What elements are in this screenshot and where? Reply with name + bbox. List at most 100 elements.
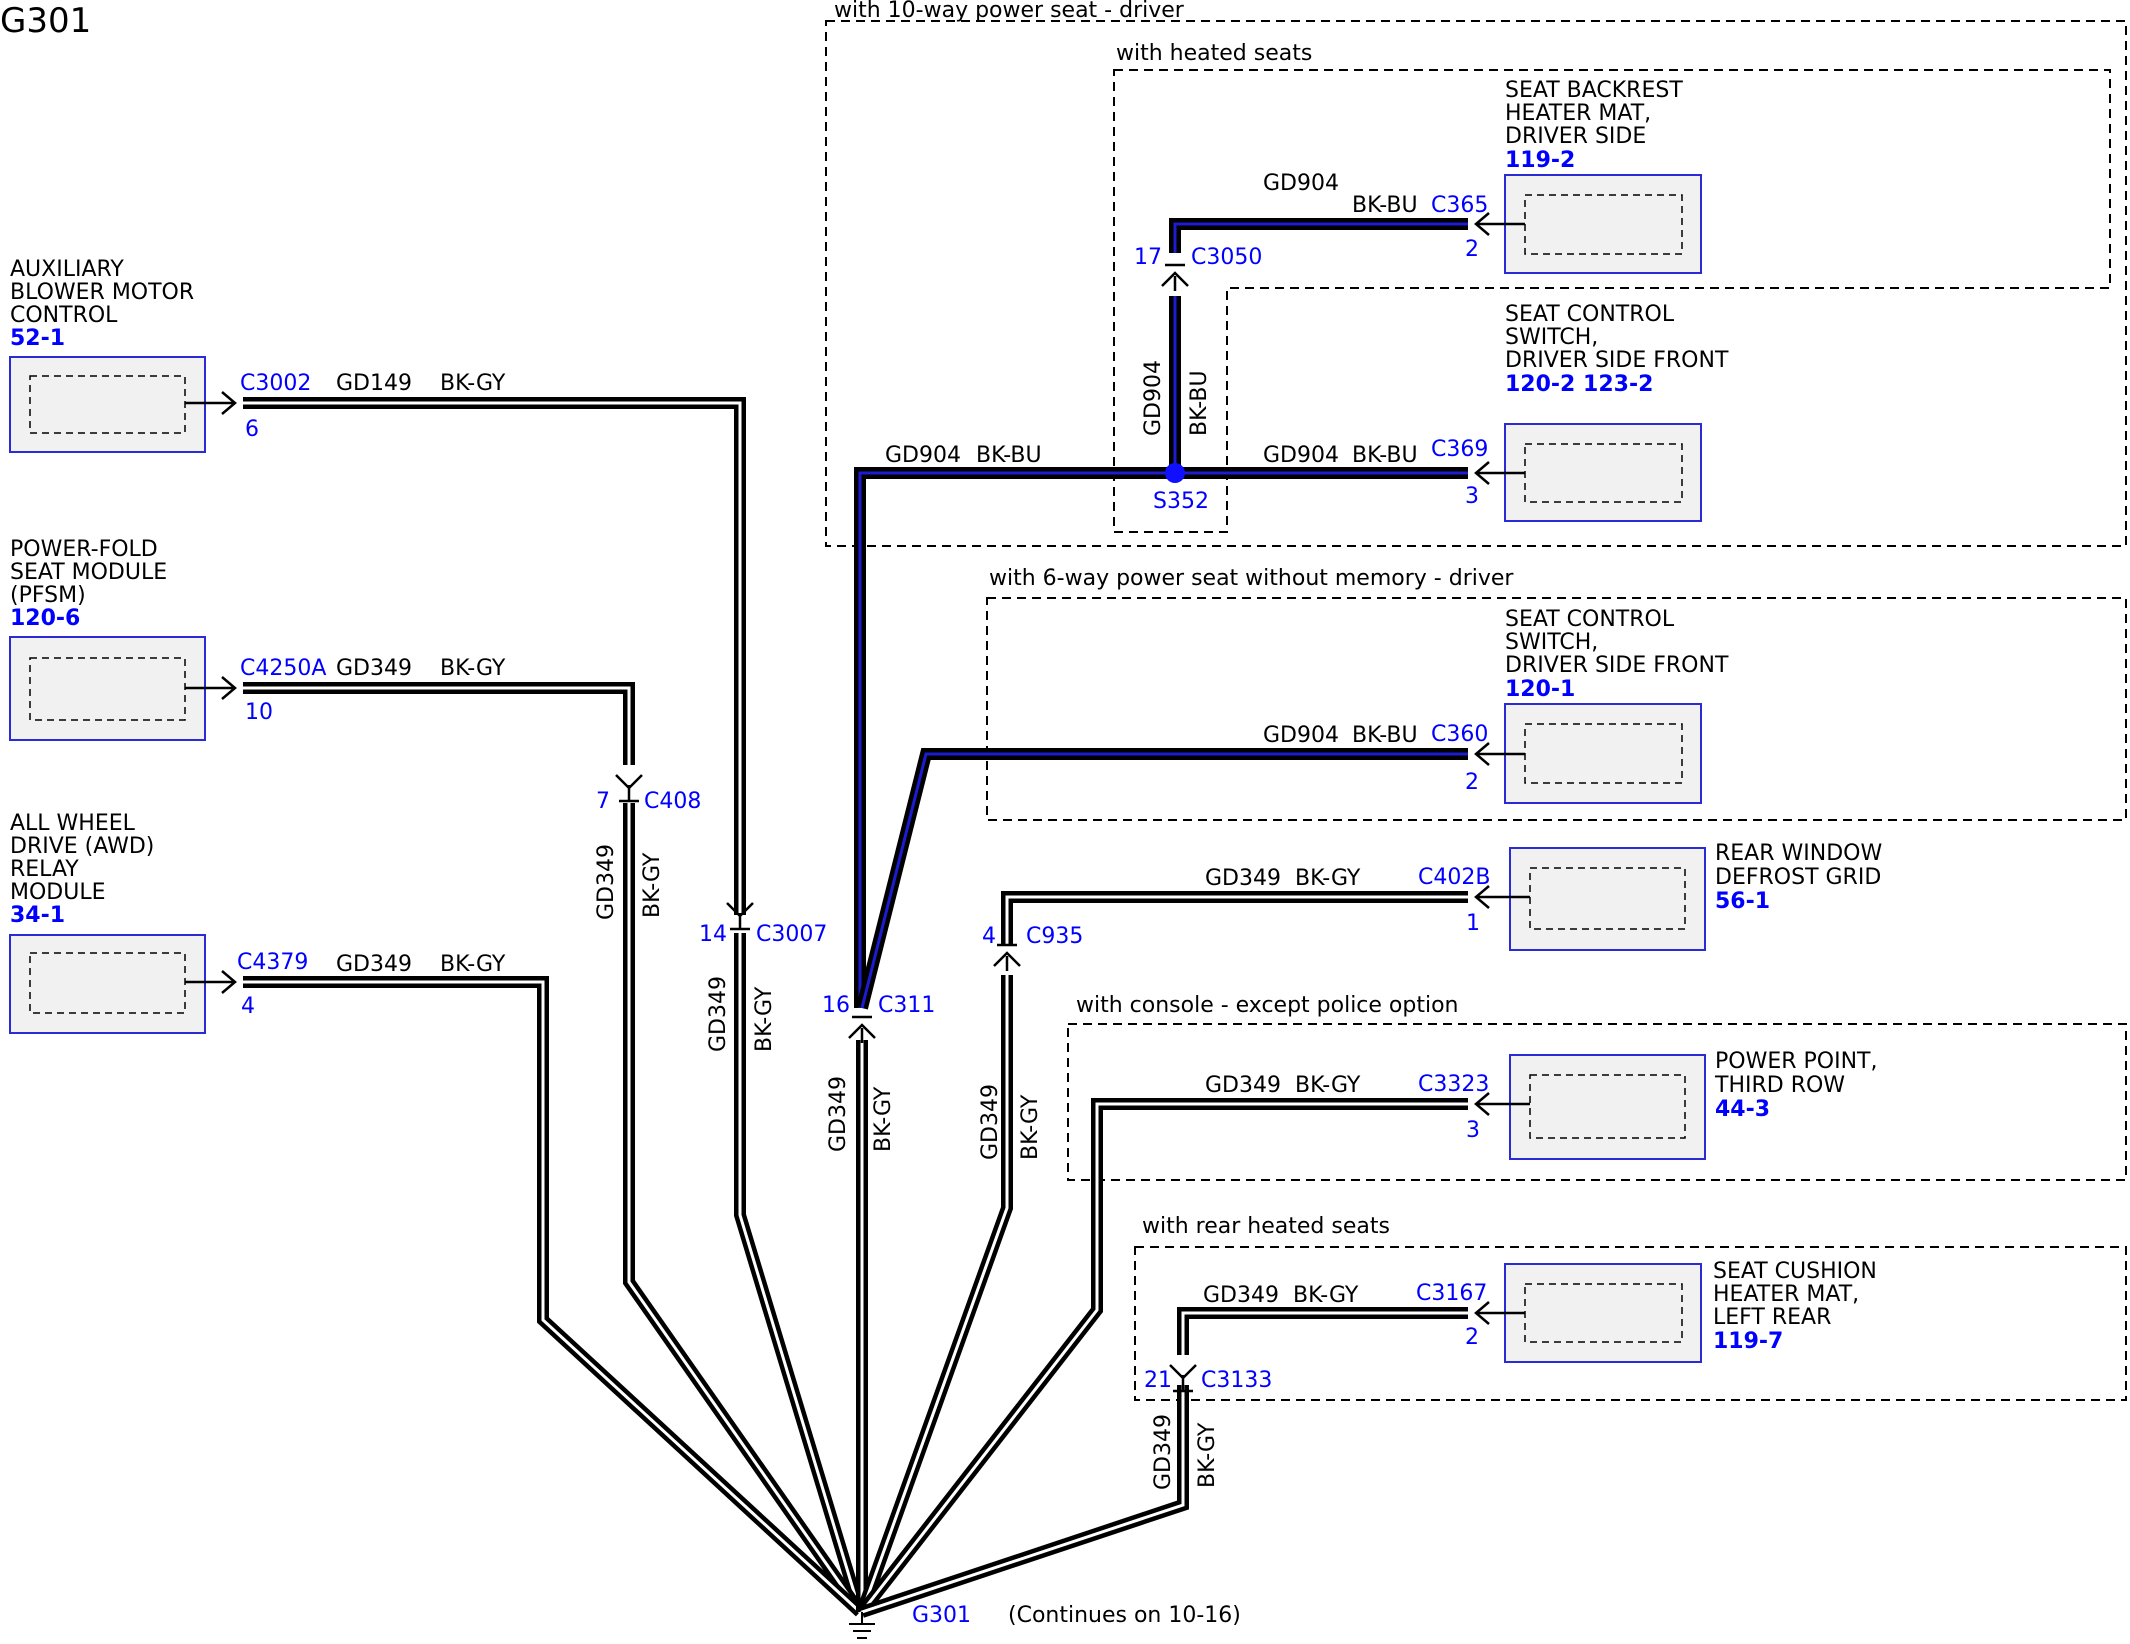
inline-connector-c3050-icon: [1161, 263, 1189, 291]
c3050-pin: 17: [1134, 245, 1162, 270]
wire-c3167-c3133: [1177, 1307, 1468, 1355]
group-10way-label: with 10-way power seat - driver: [834, 0, 1185, 23]
cushion-circuit: GD349: [1203, 1283, 1279, 1308]
switch10-name-1: SEAT CONTROL: [1505, 302, 1675, 327]
aux-blower-name-2: BLOWER MOTOR: [10, 280, 194, 305]
c3133-name: C3133: [1201, 1368, 1272, 1393]
cushion-name-2: HEATER MAT,: [1713, 1282, 1859, 1307]
cushion-name-1: SEAT CUSHION: [1713, 1259, 1877, 1284]
defrost-color: BK-GY: [1295, 866, 1361, 891]
cushion-name-3: LEFT REAR: [1713, 1305, 1831, 1330]
aux-blower-pin: 6: [245, 417, 259, 442]
component-awd: ALL WHEEL DRIVE (AWD) RELAY MODULE 34-1 …: [9, 811, 506, 1034]
pfsm-circuit: GD349: [336, 656, 412, 681]
c408-down-circuit: GD349: [594, 844, 619, 920]
power-point-name-1: POWER POINT,: [1715, 1049, 1877, 1074]
c3007-pin: 14: [699, 922, 727, 947]
pfsm-name-2: SEAT MODULE: [10, 560, 167, 585]
backrest-connector: C365: [1431, 193, 1488, 218]
switch10-color: BK-BU: [1352, 443, 1418, 468]
component-seat-switch-6way: SEAT CONTROL SWITCH, DRIVER SIDE FRONT 1…: [1263, 607, 1729, 804]
c3050-down-circuit: GD904: [1141, 360, 1166, 436]
c408-pin: 7: [596, 789, 610, 814]
defrost-circuit: GD349: [1205, 866, 1281, 891]
group-6way-label: with 6-way power seat without memory - d…: [989, 566, 1514, 591]
group-6way-power-seat: with 6-way power seat without memory - d…: [986, 566, 2127, 821]
group-console: with console - except police option: [1067, 993, 2127, 1181]
backrest-wire-circuit: GD904: [1263, 171, 1339, 196]
defrost-name-1: REAR WINDOW: [1715, 841, 1882, 866]
c935-name: C935: [1026, 924, 1083, 949]
c3007-name: C3007: [756, 922, 827, 947]
power-point-pin: 3: [1466, 1118, 1480, 1143]
pfsm-color: BK-GY: [440, 656, 506, 681]
component-rear-defrost: REAR WINDOW DEFROST GRID 56-1 GD349 BK-G…: [1205, 841, 1882, 951]
awd-pin: 4: [241, 994, 255, 1019]
power-point-color: BK-GY: [1295, 1073, 1361, 1098]
cushion-connector: C3167: [1416, 1281, 1487, 1306]
switch6-connector: C360: [1431, 722, 1488, 747]
wire-s352-c311: [854, 467, 1175, 1008]
switch6-ref: 120-1: [1505, 677, 1575, 702]
c3007-down-color: BK-GY: [752, 986, 777, 1052]
switch6-name-2: SWITCH,: [1505, 630, 1598, 655]
switch6-circuit: GD904: [1263, 723, 1339, 748]
ground-note: (Continues on 10-16): [1008, 1603, 1241, 1628]
aux-blower-circuit: GD149: [336, 371, 412, 396]
switch10-ref: 120-2 123-2: [1505, 372, 1653, 397]
diagram-title: G301: [0, 1, 91, 41]
group-heated-seats-label: with heated seats: [1116, 41, 1312, 66]
c311-name: C311: [878, 993, 935, 1018]
c3133-pin: 21: [1144, 1368, 1172, 1393]
wire-c935-ground: [856, 975, 1013, 1615]
inline-connector-c935-icon: [993, 943, 1021, 971]
awd-circuit: GD349: [336, 952, 412, 977]
c935-pin: 4: [982, 924, 996, 949]
pfsm-ref: 120-6: [10, 606, 80, 631]
switch10-connector: C369: [1431, 437, 1488, 462]
awd-name-4: MODULE: [10, 880, 106, 905]
pfsm-name-1: POWER-FOLD: [10, 537, 158, 562]
pfsm-name-3: (PFSM): [10, 583, 86, 608]
group-10way-power-seat: with 10-way power seat - driver: [825, 0, 2127, 547]
power-point-connector: C3323: [1418, 1072, 1489, 1097]
switch6-name-1: SEAT CONTROL: [1505, 607, 1675, 632]
s352-left-color: BK-BU: [976, 443, 1042, 468]
group-heated-seats: with heated seats: [1113, 41, 2111, 533]
group-console-label: with console - except police option: [1076, 993, 1459, 1018]
backrest-name-1: SEAT BACKREST: [1505, 78, 1683, 103]
awd-name-2: DRIVE (AWD): [10, 834, 154, 859]
wire-c3002-c3007: [243, 397, 746, 915]
component-power-point: POWER POINT, THIRD ROW 44-3 GD349 BK-GY …: [1205, 1049, 1877, 1160]
c3133-down-color: BK-GY: [1195, 1422, 1220, 1488]
ground-icon: [849, 1612, 875, 1639]
defrost-connector: C402B: [1418, 865, 1490, 890]
awd-connector: C4379: [237, 950, 308, 975]
inline-connector-c3007-icon: [726, 902, 754, 931]
c935-down-circuit: GD349: [978, 1084, 1003, 1160]
c3133-down-circuit: GD349: [1151, 1414, 1176, 1490]
cushion-color: BK-GY: [1293, 1283, 1359, 1308]
switch10-name-2: SWITCH,: [1505, 325, 1598, 350]
awd-name-3: RELAY: [10, 857, 79, 882]
c3007-down-circuit: GD349: [706, 976, 731, 1052]
backrest-ref: 119-2: [1505, 148, 1575, 173]
component-aux-blower: AUXILIARY BLOWER MOTOR CONTROL 52-1 C300…: [9, 257, 506, 453]
group-rear-heated-label: with rear heated seats: [1142, 1214, 1390, 1239]
switch10-pin: 3: [1465, 484, 1479, 509]
aux-blower-ref: 52-1: [10, 326, 65, 351]
awd-name-1: ALL WHEEL: [10, 811, 136, 836]
splice-s352-label: S352: [1153, 489, 1209, 514]
component-backrest-heater: SEAT BACKREST HEATER MAT, DRIVER SIDE 11…: [1352, 78, 1702, 274]
cushion-ref: 119-7: [1713, 1329, 1783, 1354]
inline-connector-c408-icon: [615, 774, 643, 803]
backrest-name-2: HEATER MAT,: [1505, 101, 1651, 126]
s352-left-circuit: GD904: [885, 443, 961, 468]
backrest-pin: 2: [1465, 237, 1479, 262]
defrost-name-2: DEFROST GRID: [1715, 865, 1881, 890]
switch10-name-3: DRIVER SIDE FRONT: [1505, 348, 1729, 373]
c311-pin: 16: [822, 993, 850, 1018]
c408-down-color: BK-GY: [640, 852, 665, 918]
pfsm-connector: C4250A: [240, 656, 326, 681]
